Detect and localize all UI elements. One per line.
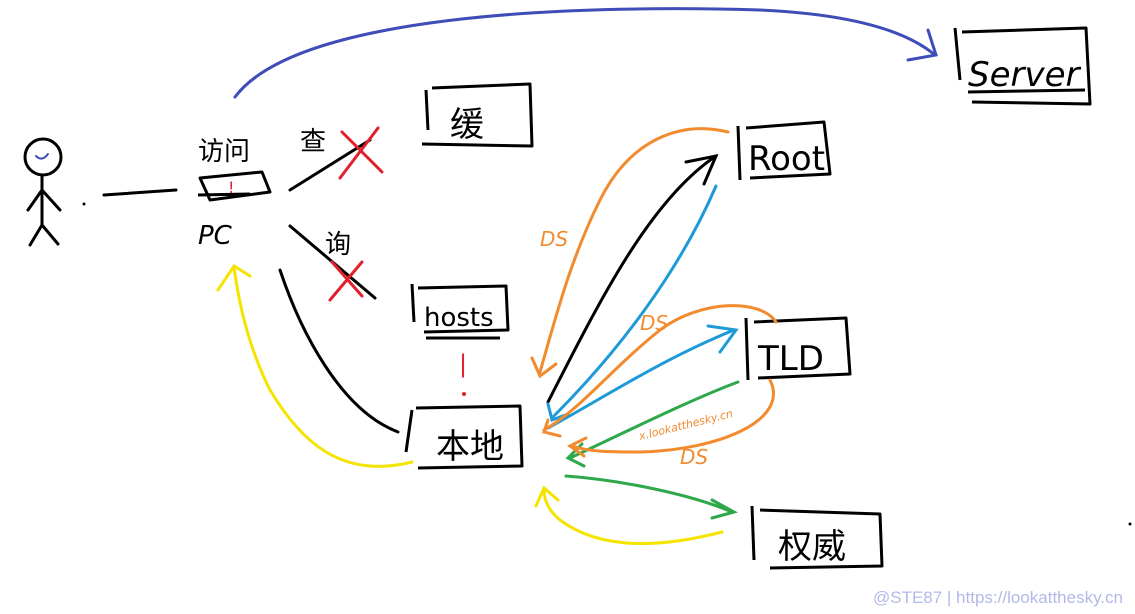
authority-to-local-return-arrow	[534, 485, 724, 545]
authority-label: 权威	[778, 527, 846, 567]
local-to-tld-arrow	[546, 324, 739, 430]
user-pc-line	[102, 188, 178, 197]
query-cross-icon	[328, 260, 364, 302]
cache-node: 缓	[421, 82, 534, 148]
root-to-local-return-arrow	[546, 184, 718, 422]
server-node: Server	[953, 26, 1092, 106]
pc-mark: !	[228, 178, 234, 197]
cache-label: 缓	[450, 105, 484, 145]
hosts-label: hosts	[424, 303, 494, 333]
pc-local-line	[278, 268, 400, 434]
authority-node: 权威	[750, 505, 884, 570]
local-to-pc-return-arrow	[216, 263, 414, 468]
local-label: 本地	[436, 427, 504, 467]
server-label: Server	[968, 55, 1082, 95]
hosts-node: hosts	[410, 283, 510, 340]
query-branch: 询	[288, 224, 377, 302]
hosts-local-link: |	[459, 350, 467, 378]
root-node: Root	[736, 120, 832, 181]
watermark-text: @STE87 | https://lookatthesky.cn	[872, 588, 1123, 607]
tld-label: TLD	[757, 339, 824, 379]
tld-node: TLD	[744, 316, 852, 381]
check-label: 查	[300, 127, 326, 157]
authority-ds-arrow	[567, 378, 775, 458]
local-to-root-arrow	[546, 153, 719, 404]
tld-ds-arrow	[542, 304, 778, 438]
user-figure-icon	[23, 137, 63, 247]
tld-note: x.lookatthesky.cn	[637, 407, 735, 443]
ds-label-root: DS	[540, 227, 568, 251]
pc-to-server-arrow	[233, 7, 938, 99]
root-label: Root	[748, 139, 825, 179]
root-ds-arrow	[530, 127, 730, 379]
pc-label: PC	[198, 221, 233, 251]
local-to-authority-arrow	[564, 474, 738, 520]
ds-label-tld: DS	[640, 311, 668, 335]
local-node: 本地	[404, 404, 524, 470]
cache-branch: 查	[288, 126, 384, 192]
visit-label: 访问	[198, 137, 250, 167]
ds-label-authority: DS	[680, 445, 708, 469]
pc-node: !	[197, 170, 272, 202]
query-label: 询	[325, 230, 351, 260]
cache-cross-icon	[338, 126, 384, 180]
